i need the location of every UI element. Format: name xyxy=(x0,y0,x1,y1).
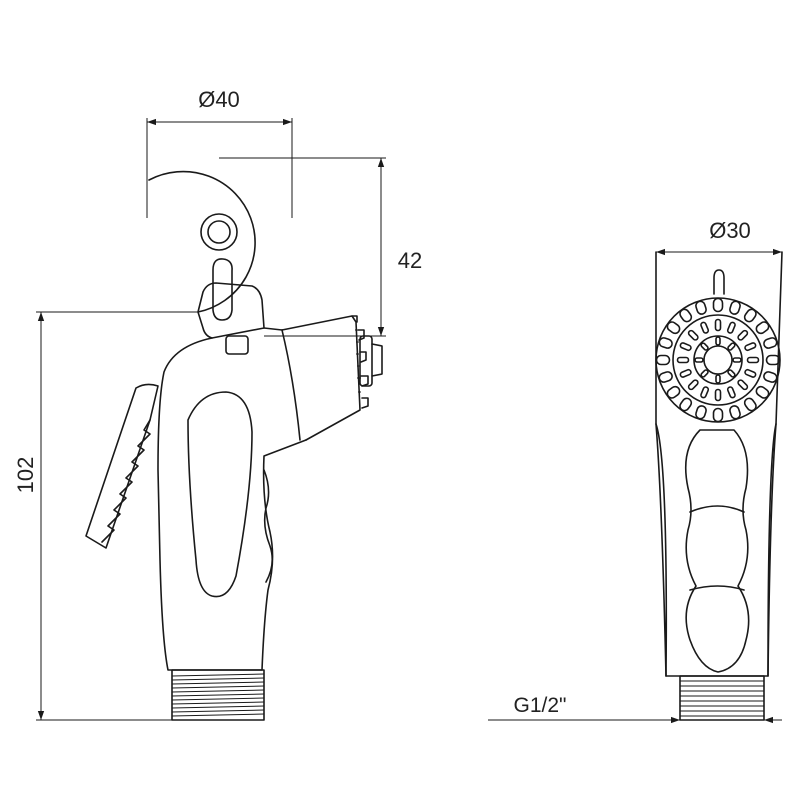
holder-hook xyxy=(197,258,265,355)
spray-slot xyxy=(687,379,699,391)
spray-slot xyxy=(714,318,722,332)
spray-slot xyxy=(679,342,692,352)
spray-tooth xyxy=(679,397,693,412)
spray-tooth xyxy=(666,385,681,399)
spray-slot xyxy=(726,321,736,334)
dimension-head-height: 42 xyxy=(219,157,422,337)
spray-tooth xyxy=(743,308,757,323)
spray-tooth xyxy=(743,397,757,412)
spray-tooth xyxy=(695,300,707,315)
spray-slot-group xyxy=(676,318,760,402)
head-diameter-label: Ø40 xyxy=(198,87,240,112)
spray-tooth xyxy=(712,297,724,313)
spray-slot xyxy=(714,388,722,402)
spray-tooth xyxy=(658,371,673,383)
spray-tooth xyxy=(729,300,741,315)
total-height-label: 102 xyxy=(13,457,38,494)
thread-label: G1/2" xyxy=(514,694,567,717)
spray-tooth xyxy=(763,337,778,349)
spray-slot xyxy=(679,368,692,378)
spray-slot xyxy=(737,379,749,391)
front-thread-connector xyxy=(679,675,765,721)
front-view: Ø30 G1/2" xyxy=(488,218,783,724)
spray-slot xyxy=(687,329,699,341)
spray-slot xyxy=(700,386,710,399)
wall-holder-disc xyxy=(148,170,256,313)
spray-slot xyxy=(746,356,760,364)
spray-nozzle xyxy=(715,374,721,384)
front-diameter-label: Ø30 xyxy=(709,218,751,243)
spray-slot xyxy=(726,386,736,399)
side-view: Ø40 42 102 xyxy=(13,87,422,721)
dimension-head-diameter: Ø40 xyxy=(146,87,293,218)
spray-nozzle xyxy=(694,357,704,363)
spray-nozzle xyxy=(715,336,721,346)
dimension-total-height: 102 xyxy=(13,311,198,721)
handle-body xyxy=(157,327,307,671)
spray-face xyxy=(655,297,781,423)
spray-slot xyxy=(676,356,690,364)
spray-tooth-group xyxy=(655,297,781,423)
spray-tooth xyxy=(729,405,741,420)
head-height-label: 42 xyxy=(398,248,422,273)
trigger-lever xyxy=(85,383,159,549)
spray-slot xyxy=(744,368,757,378)
spray-tooth xyxy=(765,354,781,366)
dimension-front-diameter: Ø30 xyxy=(656,218,782,256)
spray-slot xyxy=(744,342,757,352)
spray-tooth xyxy=(658,337,673,349)
spray-tooth xyxy=(755,385,770,399)
spray-nozzle-group xyxy=(694,336,742,384)
spray-tooth xyxy=(763,371,778,383)
spray-slot xyxy=(737,329,749,341)
dimension-thread: G1/2" xyxy=(488,694,782,724)
spray-nozzle xyxy=(732,357,742,363)
spray-tooth xyxy=(679,308,693,323)
front-grip xyxy=(655,423,777,677)
spray-slot xyxy=(700,321,710,334)
thread-connector xyxy=(171,669,265,721)
spray-nozzle xyxy=(700,342,709,351)
spray-head xyxy=(281,315,383,441)
spray-nozzle xyxy=(727,342,736,351)
spray-nozzle xyxy=(727,369,736,378)
front-hook xyxy=(713,269,725,295)
grip-window xyxy=(187,391,253,598)
spray-tooth xyxy=(712,407,724,423)
spray-tooth xyxy=(655,354,671,366)
spray-tooth xyxy=(666,321,681,335)
spray-nozzle xyxy=(700,369,709,378)
spray-tooth xyxy=(755,321,770,335)
spray-tooth xyxy=(695,405,707,420)
